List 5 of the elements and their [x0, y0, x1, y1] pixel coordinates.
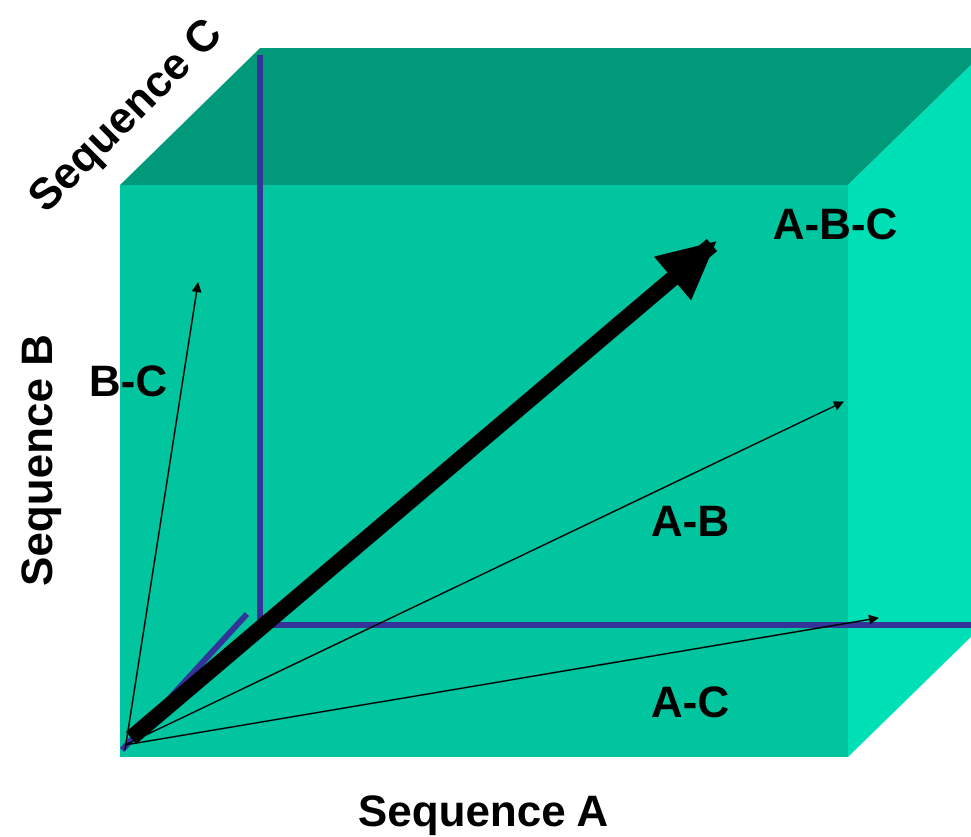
vector-label: A-C: [650, 681, 730, 725]
vector-label: A-B-C: [772, 203, 898, 247]
vector-label: A-B: [650, 500, 730, 544]
axis-label: Sequence B: [16, 334, 60, 586]
axis-label: Sequence A: [358, 790, 608, 834]
